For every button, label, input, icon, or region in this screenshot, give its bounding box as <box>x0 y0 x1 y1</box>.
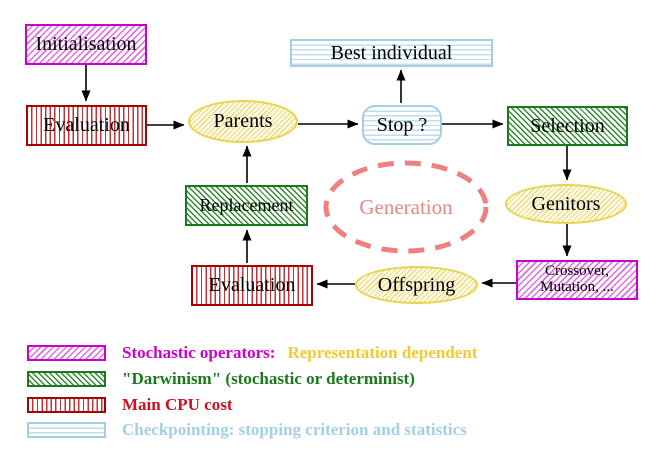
legend-row-stochastic-operators: Stochastic operators: Representation dep… <box>27 343 478 362</box>
node-genitors: Genitors <box>505 184 627 224</box>
node-offspring: Offspring <box>355 266 478 304</box>
node-selection: Selection <box>507 106 628 146</box>
magenta-hatch-swatch <box>27 345 106 361</box>
node-parents: Parents <box>188 100 298 143</box>
node-evaluation-top: Evaluation <box>26 105 147 146</box>
legend-label-stochastic: Stochastic operators: <box>122 343 276 362</box>
node-replacement: Replacement <box>185 185 308 226</box>
node-stop: Stop ? <box>362 105 442 145</box>
legend-label-checkpointing: Checkpointing: stopping criterion and st… <box>122 420 467 439</box>
red-stripes-swatch <box>27 397 106 413</box>
legend-row-checkpointing: Checkpointing: stopping criterion and st… <box>27 420 467 439</box>
crossover-line2: Mutation, ... <box>540 279 614 295</box>
legend-label-darwinism: "Darwinism" (stochastic or determinist) <box>122 369 415 388</box>
legend-row-darwinism: "Darwinism" (stochastic or determinist) <box>27 369 415 388</box>
cyan-stripes-swatch <box>27 422 106 438</box>
generation-label: Generation <box>359 194 453 219</box>
node-best-individual: Best individual <box>290 39 493 67</box>
node-initialisation: Initialisation <box>25 24 147 65</box>
node-evaluation-bottom: Evaluation <box>191 265 313 306</box>
legend-label-representation: Representation dependent <box>287 343 478 362</box>
crossover-line1: Crossover, <box>545 263 609 280</box>
node-crossover-mutation: Crossover, Mutation, ... <box>516 260 638 300</box>
green-hatch-swatch <box>27 371 106 387</box>
legend-row-cpu-cost: Main CPU cost <box>27 395 233 414</box>
legend-label-cpu-cost: Main CPU cost <box>122 395 233 414</box>
